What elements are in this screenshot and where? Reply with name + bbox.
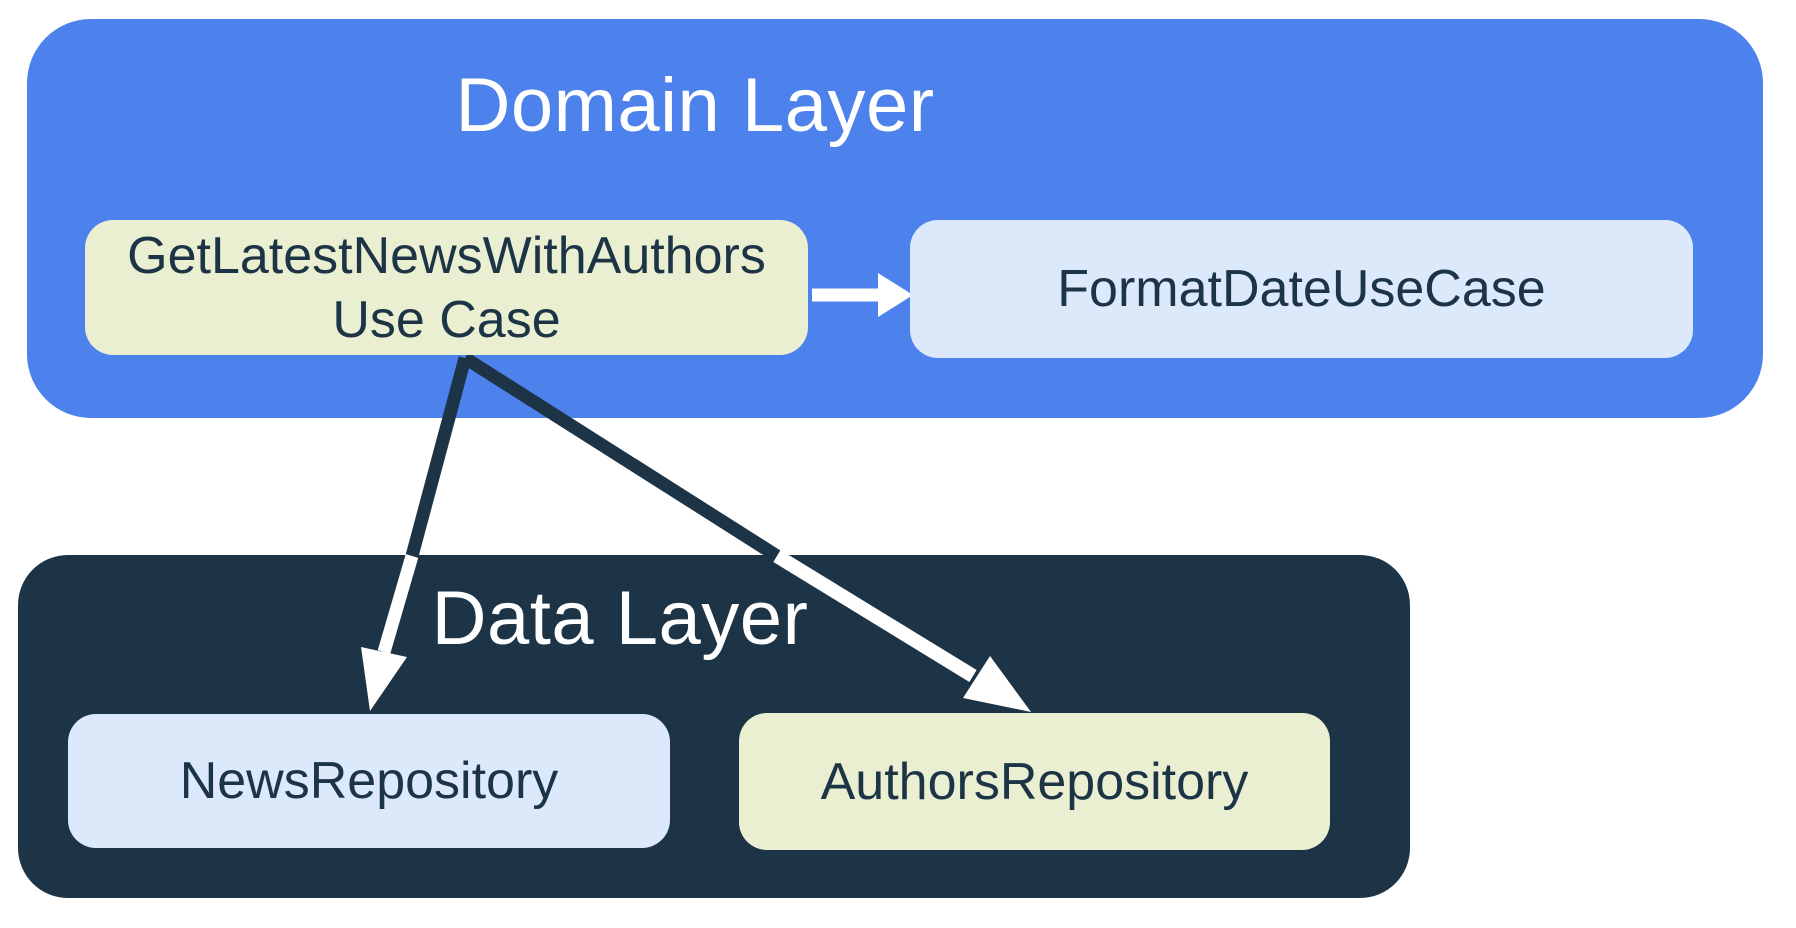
node-label: FormatDateUseCase <box>1057 260 1546 318</box>
node-formatdateusecase: FormatDateUseCase <box>910 220 1693 358</box>
node-label: AuthorsRepository <box>820 752 1249 811</box>
data-layer-title: Data Layer <box>431 576 809 661</box>
node-authorsrepository: AuthorsRepository <box>739 713 1330 850</box>
node-getlatestnewswithauthors-usecase: GetLatestNewsWithAuthors Use Case <box>85 220 808 355</box>
node-label: GetLatestNewsWithAuthors Use Case <box>127 224 766 352</box>
node-label-line1: GetLatestNewsWithAuthors <box>127 226 766 285</box>
node-newsrepository: NewsRepository <box>68 714 670 848</box>
node-label: NewsRepository <box>179 752 559 810</box>
node-label-line2: Use Case <box>332 290 561 349</box>
domain-layer-title: Domain Layer <box>455 63 935 148</box>
